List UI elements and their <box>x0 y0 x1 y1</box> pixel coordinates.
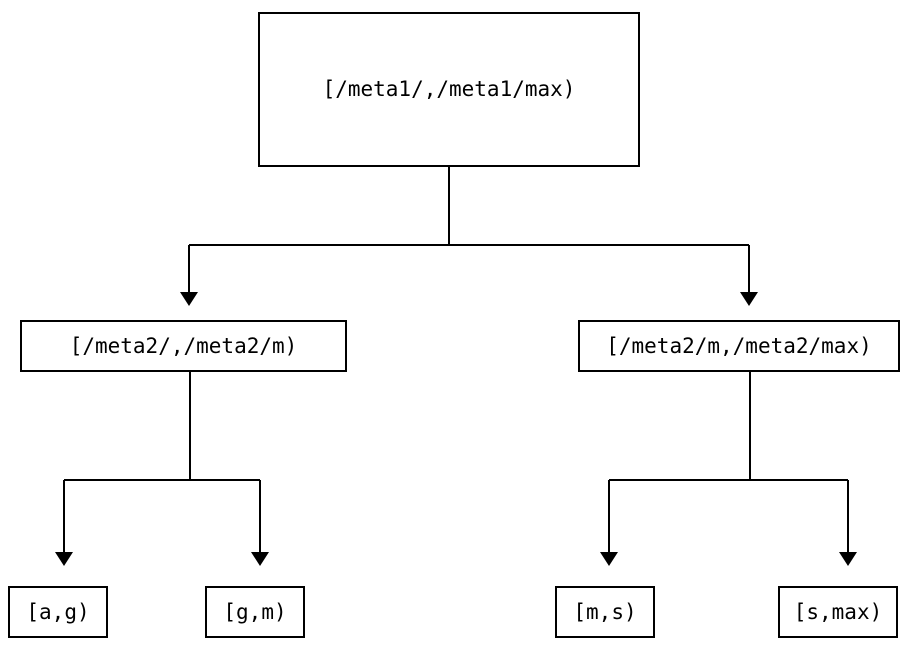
arrowhead-to-right-node <box>740 292 758 306</box>
node-leaf-s-max[interactable]: [s,max) <box>778 586 898 638</box>
arrowhead-to-leaf-ag <box>55 552 73 566</box>
arrowhead-to-leaf-smax <box>839 552 857 566</box>
node-leaf-m-s[interactable]: [m,s) <box>555 586 655 638</box>
node-level2-left[interactable]: [/meta2/,/meta2/m) <box>20 320 347 372</box>
arrowhead-to-leaf-gm <box>251 552 269 566</box>
arrowhead-to-leaf-ms <box>600 552 618 566</box>
node-root[interactable]: [/meta1/,/meta1/max) <box>258 12 640 167</box>
node-leaf-g-m[interactable]: [g,m) <box>205 586 305 638</box>
node-level2-right[interactable]: [/meta2/m,/meta2/max) <box>578 320 900 372</box>
node-leaf-a-g[interactable]: [a,g) <box>8 586 108 638</box>
arrowhead-to-left-node <box>180 292 198 306</box>
